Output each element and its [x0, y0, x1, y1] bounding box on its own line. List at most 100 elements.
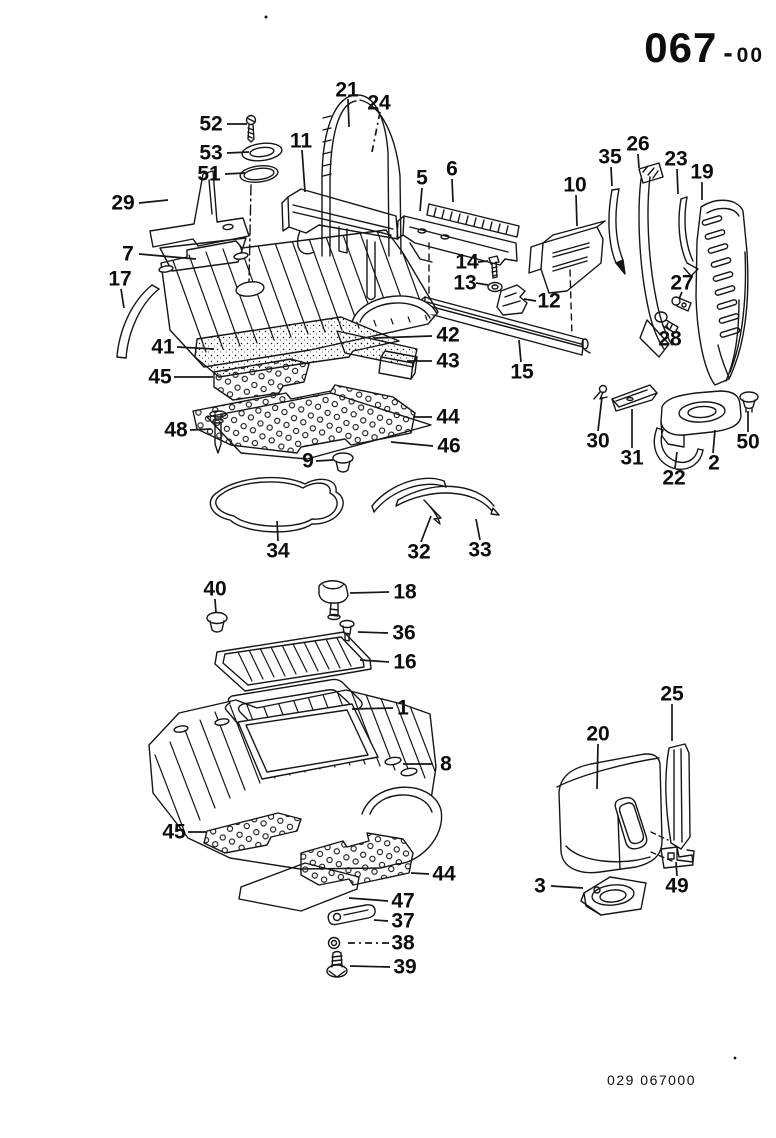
part-number: 2: [708, 452, 720, 475]
part-number: 20: [586, 723, 609, 746]
part-label-32-31: 32: [407, 515, 432, 564]
part-label-33-32: 33: [468, 518, 492, 562]
part-number: 6: [446, 158, 458, 181]
assembly-axis-line: [248, 184, 252, 282]
leader-line: [477, 260, 489, 263]
part-number: 51: [197, 163, 221, 186]
part-number: 38: [391, 932, 415, 955]
part-12-bracket: [496, 284, 528, 316]
catalog-code-sub: 00: [736, 44, 764, 67]
part-number: 8: [440, 753, 452, 776]
leader-line: [224, 172, 246, 175]
part-23-pillar-strip: [678, 196, 699, 277]
part-label-17-15: 17: [108, 268, 132, 309]
part-label-49-52: 49: [665, 861, 689, 898]
part-label-28-20: 28: [658, 324, 682, 351]
part-number: 44: [432, 863, 456, 886]
leader-line: [371, 111, 381, 153]
page-code: 067 - 00: [644, 24, 764, 72]
part-label-45-25: 45: [148, 366, 213, 389]
part-label-41-22: 41: [151, 336, 215, 359]
part-13-washer: [487, 281, 503, 293]
part-label-19-13: 19: [690, 161, 714, 200]
part-number: 12: [537, 290, 560, 313]
assembly-guide-line: [569, 269, 573, 337]
leader-line: [315, 459, 334, 462]
leader-line: [420, 515, 432, 543]
part-label-24-4: 24: [367, 92, 391, 153]
part-33-arch-seal: [395, 485, 500, 516]
part-number: 28: [658, 328, 682, 351]
part-label-35-10: 35: [598, 146, 622, 187]
part-number: 29: [111, 192, 134, 215]
part-label-34-30: 34: [266, 520, 290, 563]
part-label-12-18: 12: [523, 290, 561, 313]
part-number: 11: [290, 130, 313, 153]
part-number: 13: [453, 272, 476, 295]
part-31-bracket: [611, 384, 658, 412]
part-number: 47: [391, 890, 414, 913]
part-number: 42: [436, 324, 459, 347]
part-label-6-8: 6: [446, 158, 458, 203]
part-45-perforated-mat-upper: [213, 358, 310, 401]
part-5-crossmember: [396, 215, 518, 266]
part-39-bolt: [326, 950, 348, 978]
part-52-screw: [245, 114, 257, 143]
part-14-bolt: [488, 255, 500, 279]
part-label-50-37: 50: [736, 411, 760, 454]
leader-line: [410, 872, 430, 875]
part-10-bracket: [528, 220, 606, 294]
part-label-14-16: 14: [455, 251, 489, 274]
leader-line: [575, 194, 578, 227]
part-number: 48: [164, 419, 188, 442]
part-label-5-7: 5: [416, 167, 428, 212]
part-label-20-50: 20: [586, 723, 610, 790]
part-number: 1: [397, 697, 409, 720]
part-number: 37: [391, 910, 414, 933]
part-45-perforated-mat-lower: [203, 812, 302, 854]
part-17-arch-strip: [116, 284, 160, 359]
part-label-44-26: 44: [413, 406, 460, 429]
part-number: 7: [122, 243, 134, 266]
part-label-37-47: 37: [373, 910, 415, 933]
leader-line: [138, 199, 169, 204]
leader-line: [550, 885, 584, 889]
part-label-21-3: 21: [335, 79, 359, 128]
part-label-7-14: 7: [122, 243, 197, 266]
leader-line: [676, 168, 679, 195]
part-number: 25: [660, 683, 684, 706]
part-number: 49: [665, 875, 688, 898]
leader-line: [347, 98, 350, 128]
part-30-clip: [593, 384, 608, 400]
leader-line: [214, 598, 217, 614]
leader-line: [373, 335, 433, 339]
part-label-48-28: 48: [164, 419, 212, 442]
part-number: 10: [563, 174, 586, 197]
part-number: 45: [148, 366, 172, 389]
part-number: 32: [407, 541, 430, 564]
part-label-3-53: 3: [534, 875, 584, 898]
part-number: 41: [151, 336, 175, 359]
part-number: 5: [416, 167, 428, 190]
part-label-51-2: 51: [197, 163, 246, 186]
leader-line: [518, 339, 522, 363]
part-label-15-21: 15: [510, 339, 534, 384]
leader-line: [373, 919, 389, 922]
part-number: 36: [392, 622, 415, 645]
leader-line: [189, 428, 212, 431]
part-number: 52: [199, 113, 222, 136]
part-21-24-arch-panels: [321, 94, 402, 301]
part-number: 44: [436, 406, 460, 429]
part-37-strap: [327, 904, 376, 926]
leader-line: [475, 518, 481, 541]
part-number: 21: [335, 79, 359, 102]
part-number: 22: [662, 467, 685, 490]
part-7-floor-panel: [158, 229, 439, 368]
part-label-44-45: 44: [410, 863, 456, 886]
part-3-base-plate: [580, 876, 647, 916]
part-number: 35: [598, 146, 622, 169]
leader-line: [390, 441, 434, 447]
part-number: 17: [108, 268, 131, 291]
part-label-22-35: 22: [662, 451, 686, 490]
part-number: 14: [455, 251, 479, 274]
